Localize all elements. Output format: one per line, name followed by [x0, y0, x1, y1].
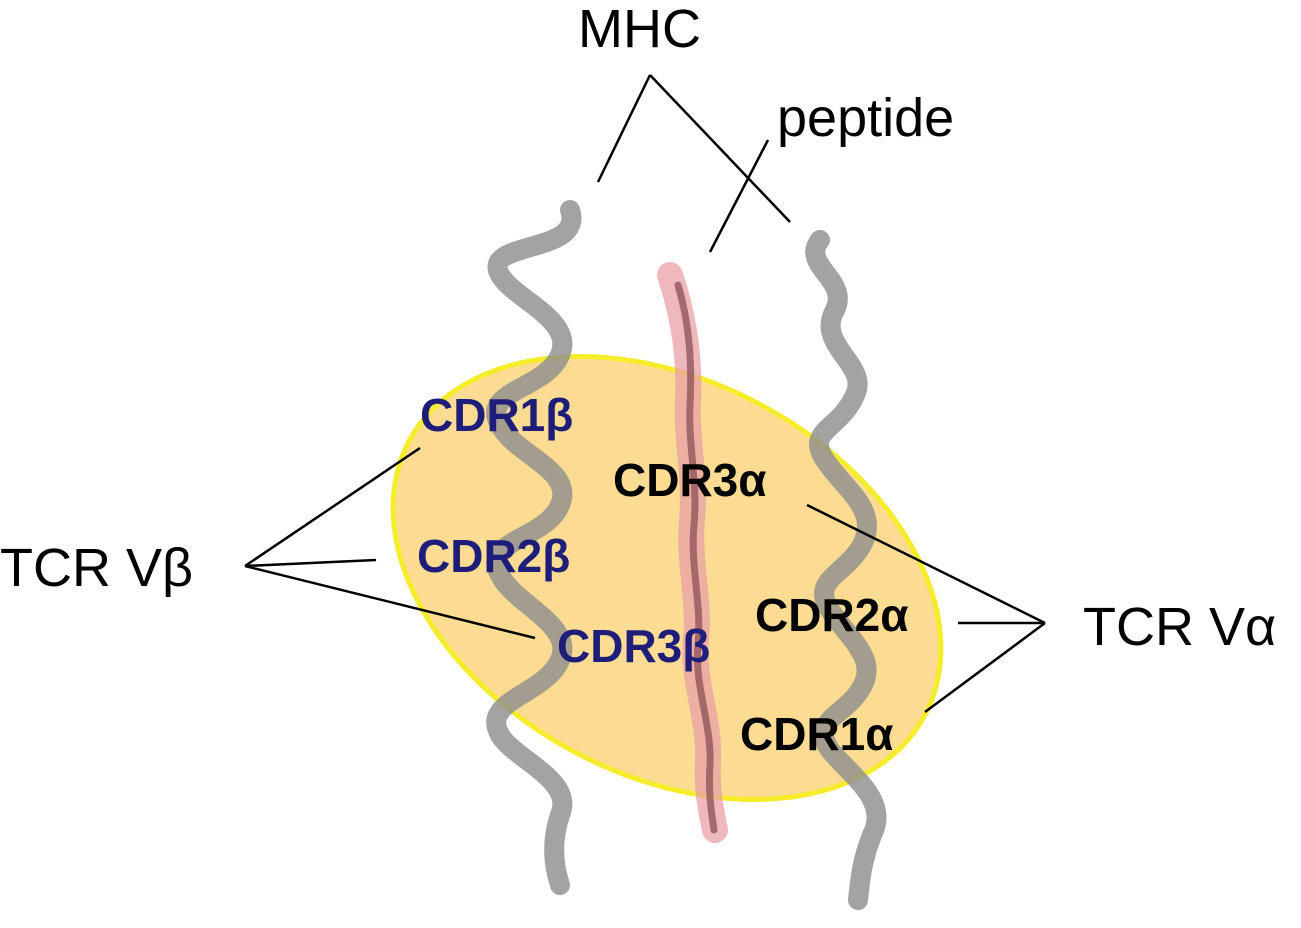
cdr3-alpha-label: CDR3α — [613, 454, 767, 506]
mhc-label: MHC — [578, 0, 701, 59]
cdr3-beta-label: CDR3β — [557, 620, 710, 672]
peptide-strand — [657, 262, 728, 843]
peptide-leader — [708, 139, 770, 253]
mhc-helix-left — [486, 200, 582, 895]
mhc-helix-right — [805, 230, 887, 910]
tcr-valpha-label: TCR Vα — [1083, 597, 1276, 657]
tcr-vbeta-label: TCR Vβ — [0, 538, 193, 598]
valpha-leader-cdr3 — [806, 503, 1046, 625]
vbeta-leader-cdr1 — [244, 446, 421, 568]
valpha-leader-cdr1 — [924, 621, 1046, 714]
cdr1-alpha-label: CDR1α — [740, 708, 894, 760]
vbeta-leader-cdr2 — [244, 558, 377, 568]
mhc-leader-left — [596, 74, 652, 183]
cdr2-beta-label: CDR2β — [417, 530, 570, 582]
peptide-label: peptide — [777, 88, 954, 148]
cdr1-beta-label: CDR1β — [420, 389, 573, 441]
cdr2-alpha-label: CDR2α — [755, 589, 909, 641]
vbeta-leader-cdr3 — [244, 564, 536, 640]
mhc-leader-right — [649, 74, 791, 223]
